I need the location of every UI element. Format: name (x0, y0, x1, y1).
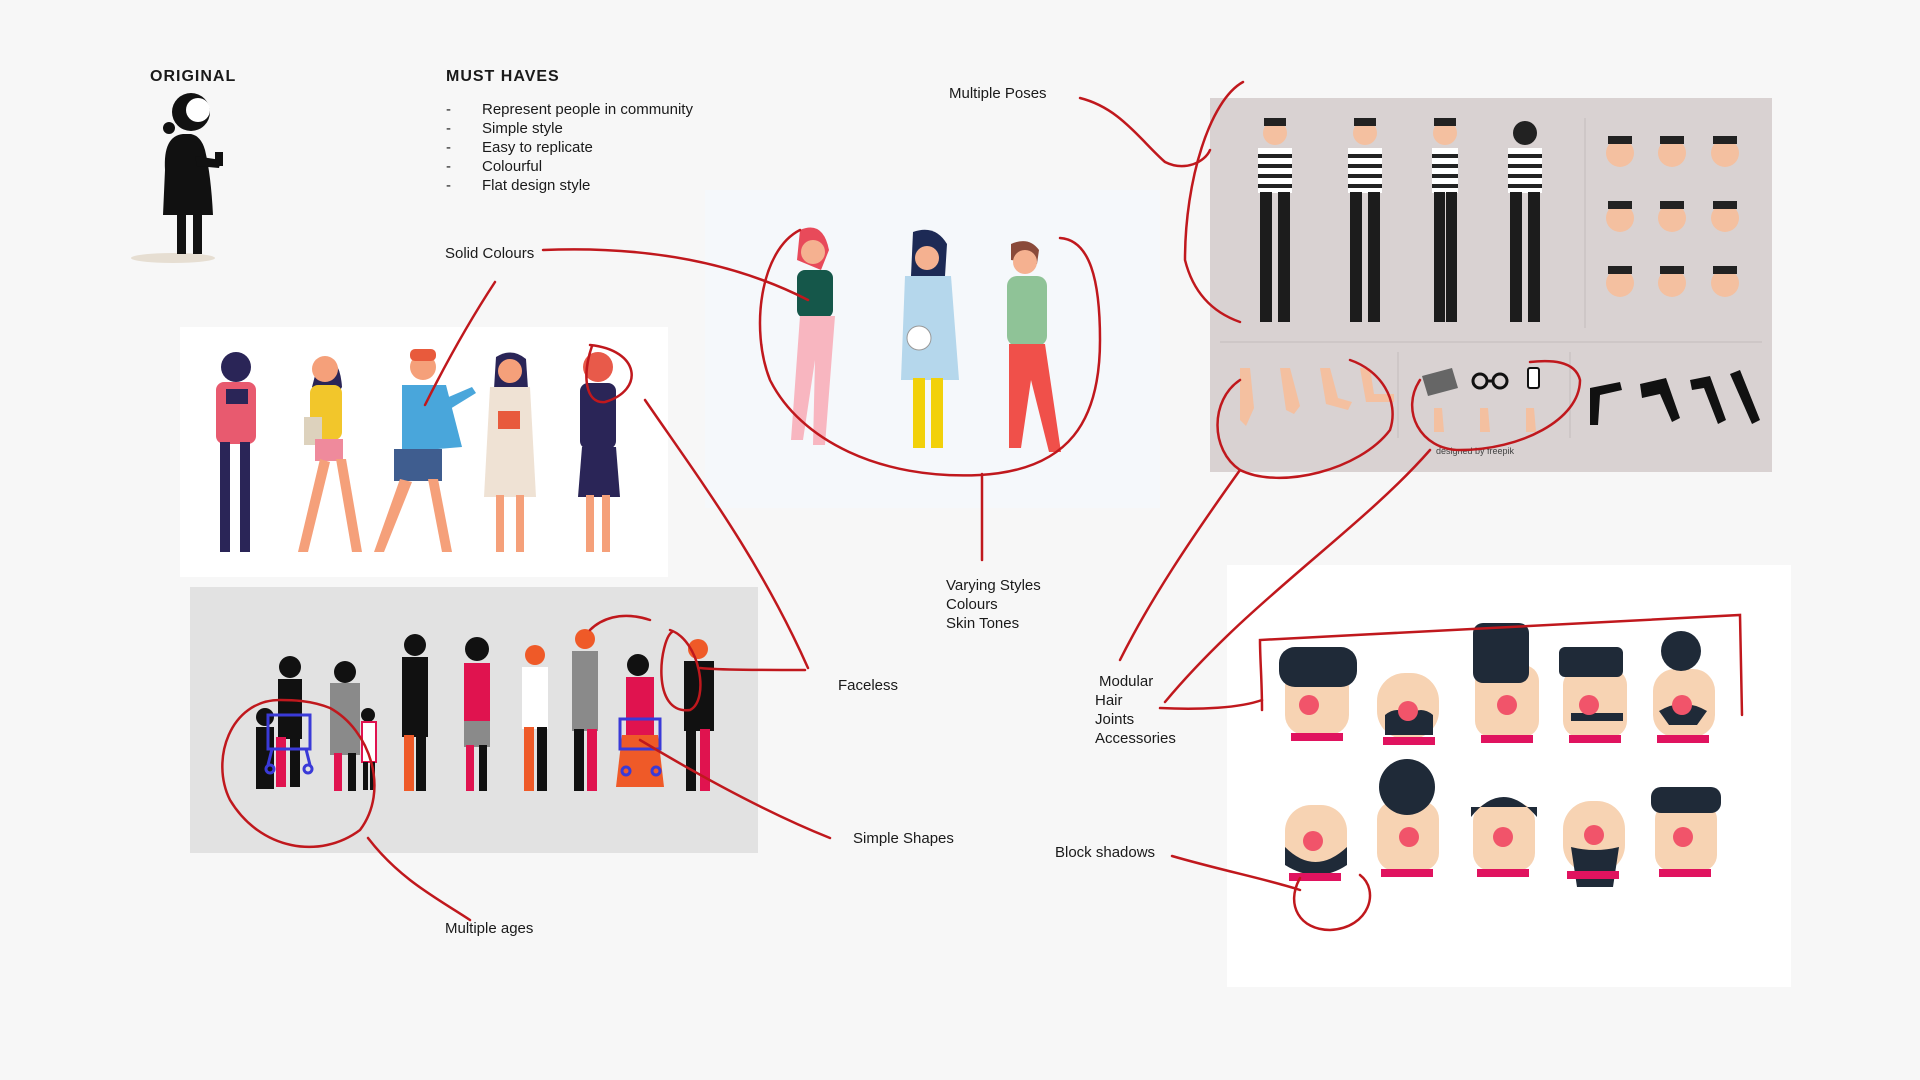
head-figure (1279, 647, 1357, 741)
simple-shapes-label: Simple Shapes (853, 830, 954, 847)
block-shadows-label: Block shadows (1055, 844, 1156, 861)
person-figure (791, 227, 835, 445)
modular-heads-image (1227, 565, 1791, 987)
head-figure (1471, 797, 1537, 877)
must-haves-list: Represent people in community Simple sty… (446, 100, 693, 195)
original-heading: ORIGINAL (150, 68, 237, 85)
multiple-ages-label: Multiple ages (445, 920, 534, 937)
faceless-label: Faceless (838, 677, 899, 694)
must-have-item: Flat design style (446, 176, 693, 195)
person-figure (1508, 121, 1542, 322)
head-figure (1651, 787, 1721, 877)
head-figure (1377, 759, 1439, 877)
leg-joint-pieces (1590, 370, 1760, 425)
modular-label: Modular Hair Joints Accessories (1095, 673, 1176, 747)
shoppers-image (190, 587, 758, 853)
varying-styles-image (705, 190, 1160, 508)
person-figure (216, 352, 256, 552)
solid-colours-label: Solid Colours (445, 245, 535, 262)
arm-joint-pieces (1240, 368, 1394, 426)
head-figure (1559, 647, 1627, 743)
person-figure (1007, 241, 1061, 452)
freepik-credit: designed by freepik (1436, 446, 1515, 456)
person-figure (1258, 118, 1292, 322)
people-row-image (180, 327, 668, 577)
original-figure-icon (125, 90, 235, 265)
phone-icon (1527, 367, 1540, 389)
person-figure (578, 352, 620, 552)
person-figure (298, 356, 362, 552)
head-figure (1473, 623, 1539, 743)
must-haves-heading: MUST HAVES (446, 68, 560, 85)
person-figure (1348, 118, 1382, 322)
head-figure (1563, 801, 1625, 887)
multiple-poses-image: designed by freepik (1210, 98, 1772, 472)
must-have-item: Easy to replicate (446, 138, 693, 157)
glasses-icon (1471, 372, 1509, 390)
must-have-item: Colourful (446, 157, 693, 176)
person-figure (484, 352, 536, 552)
varying-styles-label: Varying Styles Colours Skin Tones (946, 577, 1041, 632)
must-have-item: Represent people in community (446, 100, 693, 119)
head-variant-grid (1606, 139, 1739, 297)
accessory-laptop-icon (1422, 368, 1458, 396)
person-figure (374, 349, 476, 552)
person-figure (1432, 118, 1458, 322)
head-figure (1285, 805, 1347, 881)
head-figure (1377, 673, 1439, 745)
head-figure (1653, 631, 1715, 743)
must-have-item: Simple style (446, 119, 693, 138)
multiple-poses-label: Multiple Poses (949, 85, 1047, 102)
person-figure (901, 229, 959, 448)
